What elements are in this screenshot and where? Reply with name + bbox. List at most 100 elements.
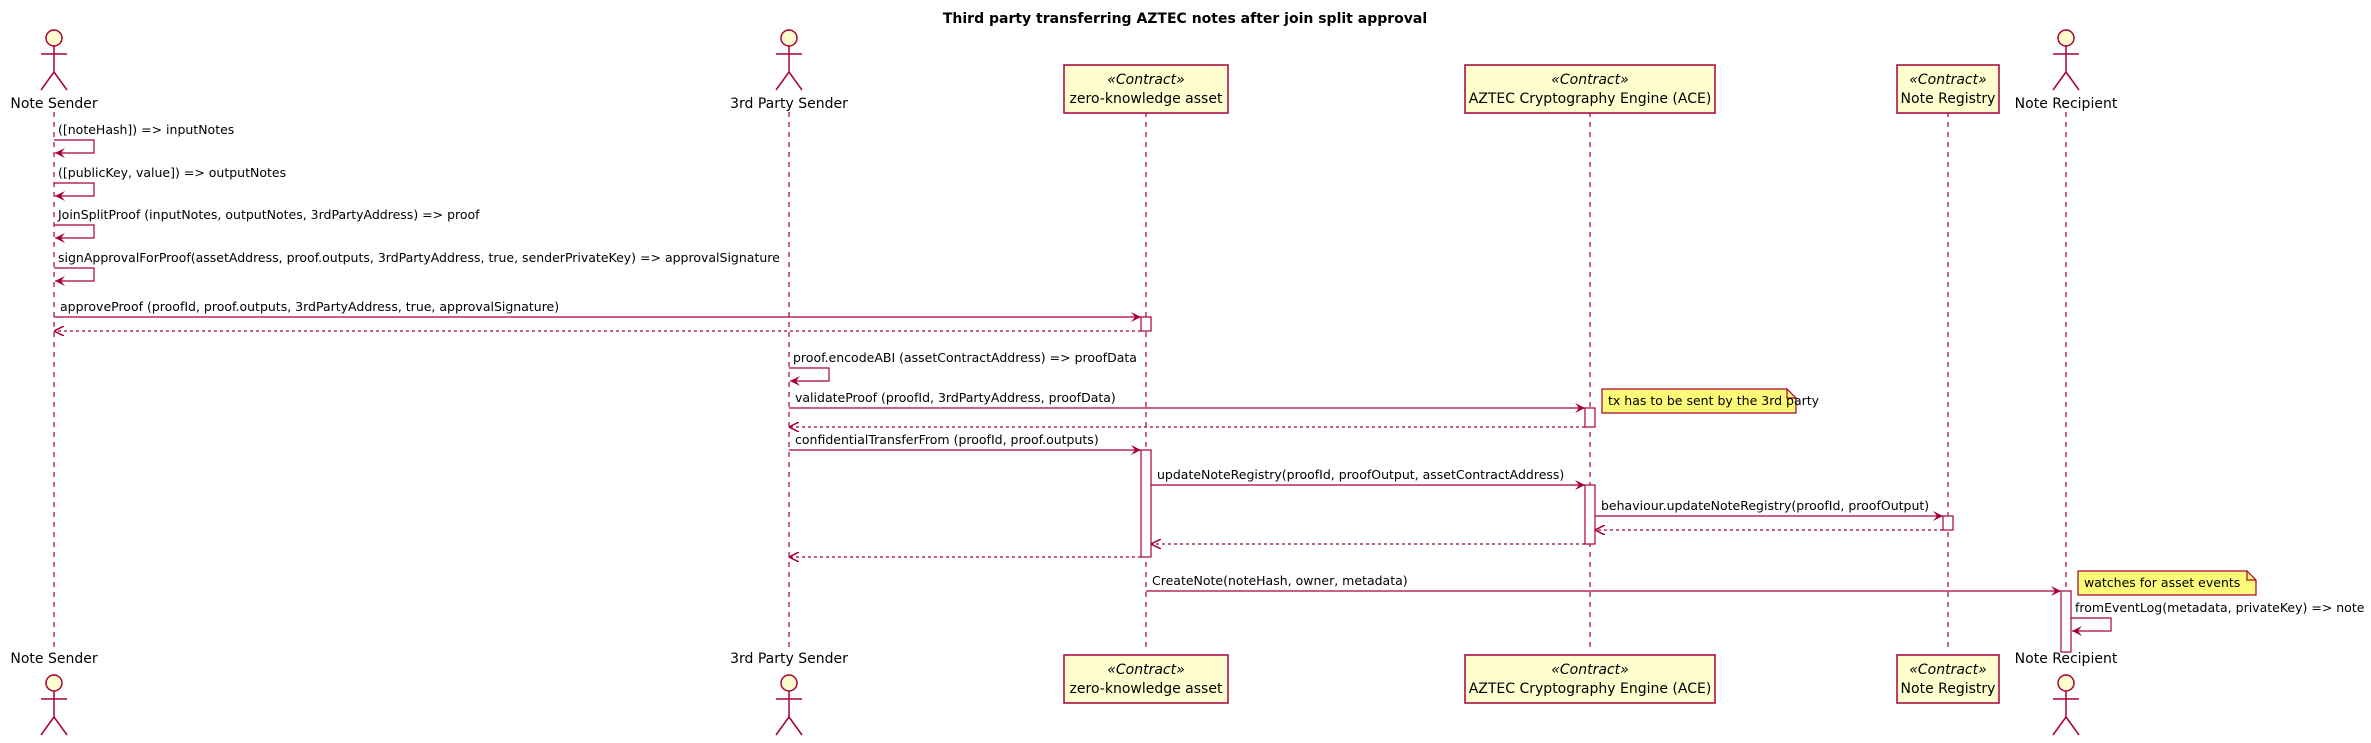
message-label: behaviour.updateNoteRegistry(proofId, pr… <box>1601 498 1929 513</box>
actor-head-icon <box>2057 29 2075 47</box>
contract-box <box>1063 64 1229 114</box>
message-7: validateProof (proofId, 3rdPartyAddress,… <box>789 390 1585 413</box>
contract-box <box>1063 654 1229 704</box>
contract-box <box>1464 64 1716 114</box>
activation-bars <box>1140 316 2072 653</box>
actor-head-icon <box>45 674 63 692</box>
contract-stereotype: «Contract» <box>1551 662 1629 678</box>
actor-name: 3rd Party Sender <box>730 96 848 112</box>
message-1: ([publicKey, value]) => outputNotes <box>54 165 286 201</box>
actor-sender-top: Note Sender <box>10 29 98 112</box>
actor-head-icon <box>780 674 798 692</box>
note-shape <box>1601 388 1797 414</box>
actor-recipient-bottom: Note Recipient <box>2015 651 2118 736</box>
actor-head-icon <box>2057 674 2075 692</box>
contract-ace-bottom: «Contract» AZTEC Cryptography Engine (ACE… <box>1464 654 1716 704</box>
actor-leg-icon <box>788 716 803 736</box>
actor-leg-icon <box>2052 71 2067 91</box>
contract-stereotype: «Contract» <box>1107 72 1185 88</box>
self-message-arrow <box>2071 617 2112 636</box>
actor-name: Note Recipient <box>2015 651 2118 667</box>
activation-bar <box>1584 484 1596 545</box>
actor-leg-icon <box>2065 716 2080 736</box>
actor-head-icon <box>780 29 798 47</box>
actor-name: 3rd Party Sender <box>730 651 848 667</box>
message-label: fromEventLog(metadata, privateKey) => no… <box>2075 600 2365 615</box>
actor-head-icon <box>45 29 63 47</box>
contract-box <box>1464 654 1716 704</box>
actor-leg-icon <box>2052 716 2067 736</box>
message-3: signApprovalForProof(assetAddress, proof… <box>54 250 780 286</box>
actor-leg-icon <box>775 716 790 736</box>
message-label: JoinSplitProof (inputNotes, outputNotes,… <box>57 207 480 222</box>
message-0: ([noteHash]) => inputNotes <box>54 122 234 158</box>
message-label: CreateNote(noteHash, owner, metadata) <box>1152 573 1408 588</box>
self-message-arrow <box>789 367 830 386</box>
message-2: JoinSplitProof (inputNotes, outputNotes,… <box>54 207 480 243</box>
note-shape <box>2077 570 2257 596</box>
message-label: signApprovalForProof(assetAddress, proof… <box>58 250 780 265</box>
message-4: approveProof (proofId, proof.outputs, 3r… <box>54 299 1141 322</box>
actor-leg-icon <box>2065 71 2080 91</box>
activation-bar <box>1140 449 1152 558</box>
contract-box <box>1896 654 2000 704</box>
message-6: proof.encodeABI (assetContractAddress) =… <box>789 350 1137 386</box>
message-label: approveProof (proofId, proof.outputs, 3r… <box>60 299 559 314</box>
actor-leg-icon <box>40 71 55 91</box>
contract-stereotype: «Contract» <box>1551 72 1629 88</box>
contract-name: zero-knowledge asset <box>1070 681 1223 697</box>
note-text: tx has to be sent by the 3rd party <box>1608 393 1820 408</box>
note: watches for asset events <box>2077 570 2257 596</box>
actor-recipient-top: Note Recipient <box>2015 29 2118 112</box>
message-16: fromEventLog(metadata, privateKey) => no… <box>2071 600 2365 636</box>
contract-name: Note Registry <box>1901 681 1996 697</box>
contract-stereotype: «Contract» <box>1107 662 1185 678</box>
message-9: confidentialTransferFrom (proofId, proof… <box>789 432 1141 455</box>
actor-leg-icon <box>40 716 55 736</box>
diagram-title: Third party transferring AZTEC notes aft… <box>943 11 1427 27</box>
messages: ([noteHash]) => inputNotes ([publicKey, v… <box>54 122 2365 636</box>
self-message-arrow <box>54 267 95 286</box>
actor-leg-icon <box>775 71 790 91</box>
activation-bar <box>1584 407 1596 428</box>
contract-name: AZTEC Cryptography Engine (ACE) <box>1469 91 1712 107</box>
contract-ace-top: «Contract» AZTEC Cryptography Engine (ACE… <box>1464 64 1716 114</box>
self-message-arrow <box>54 224 95 243</box>
actor-sender-bottom: Note Sender <box>10 651 98 736</box>
self-message-arrow <box>54 182 95 201</box>
message-label: proof.encodeABI (assetContractAddress) =… <box>793 350 1137 365</box>
note-text: watches for asset events <box>2084 575 2240 590</box>
actor-leg-icon <box>788 71 803 91</box>
message-10: updateNoteRegistry(proofId, proofOutput,… <box>1151 467 1585 490</box>
message-11: behaviour.updateNoteRegistry(proofId, pr… <box>1595 498 1943 521</box>
note: tx has to be sent by the 3rd party <box>1601 388 1820 414</box>
activation-bar <box>2060 590 2072 653</box>
note-fold <box>1786 389 1796 399</box>
message-15: CreateNote(noteHash, owner, metadata) <box>1146 573 2061 596</box>
message-label: ([publicKey, value]) => outputNotes <box>58 165 286 180</box>
activation-bar <box>1140 316 1152 332</box>
contract-zka-bottom: «Contract» zero-knowledge asset <box>1063 654 1229 704</box>
actor-leg-icon <box>53 716 68 736</box>
contract-name: zero-knowledge asset <box>1070 91 1223 107</box>
message-label: confidentialTransferFrom (proofId, proof… <box>795 432 1099 447</box>
contract-name: AZTEC Cryptography Engine (ACE) <box>1469 681 1712 697</box>
note-fold <box>2246 571 2256 581</box>
actor-name: Note Sender <box>10 96 97 112</box>
actor-leg-icon <box>53 71 68 91</box>
notes: tx has to be sent by the 3rd party watche… <box>1601 388 2257 596</box>
message-label: validateProof (proofId, 3rdPartyAddress,… <box>795 390 1116 405</box>
contract-stereotype: «Contract» <box>1909 662 1987 678</box>
activation-bar <box>1942 515 1954 531</box>
contract-box <box>1896 64 2000 114</box>
contract-registry-bottom: «Contract» Note Registry <box>1896 654 2000 704</box>
actor-third-bottom: 3rd Party Sender <box>730 651 848 736</box>
message-label: ([noteHash]) => inputNotes <box>58 122 234 137</box>
contract-zka-top: «Contract» zero-knowledge asset <box>1063 64 1229 114</box>
contract-stereotype: «Contract» <box>1909 72 1987 88</box>
actor-third-top: 3rd Party Sender <box>730 29 848 112</box>
actor-name: Note Recipient <box>2015 96 2118 112</box>
actor-name: Note Sender <box>10 651 97 667</box>
